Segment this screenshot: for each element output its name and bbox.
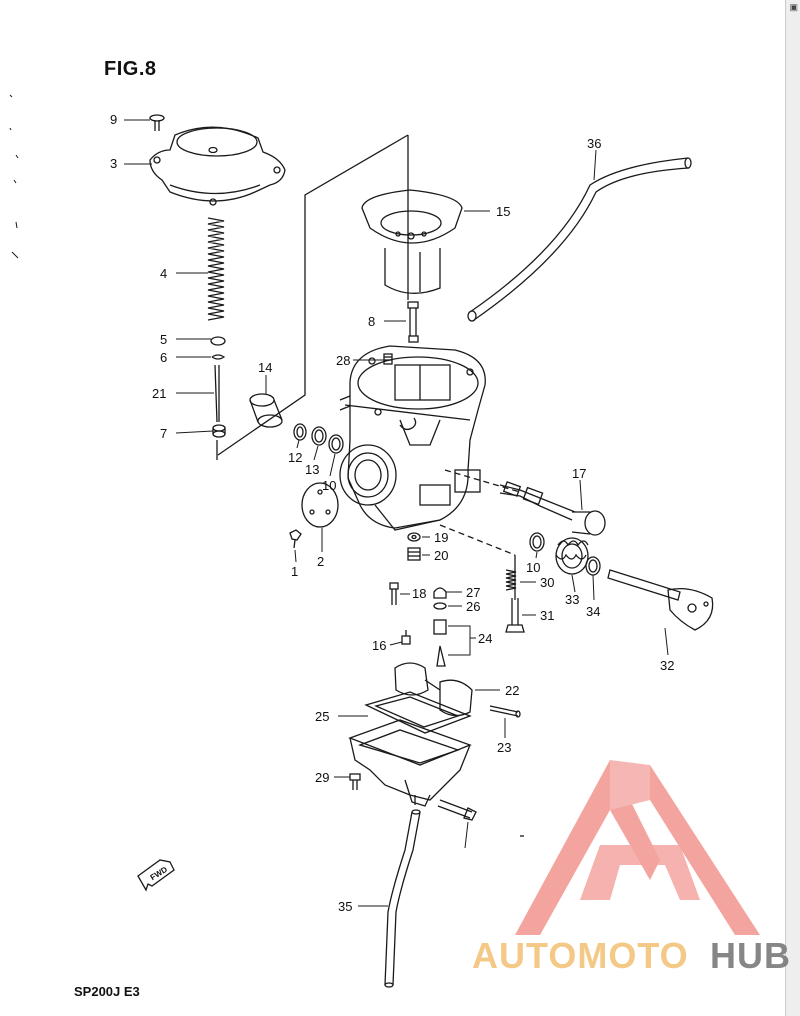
watermark-text-main: AUTOMOTO	[472, 935, 689, 976]
part-6-clip	[211, 354, 226, 360]
label-part-1: 1	[291, 564, 298, 579]
margin-marks	[9, 94, 19, 259]
label-part-23: 24	[478, 631, 492, 646]
label-part-34: 35	[338, 899, 352, 914]
label-part-6: 6	[160, 350, 167, 365]
part-22-pin	[489, 705, 521, 718]
label-part-32: 33	[565, 592, 579, 607]
page-edge: ▣	[785, 0, 800, 1016]
label-part-16: 17	[572, 466, 586, 481]
label-part-33: 34	[586, 604, 600, 619]
part-24-gasket	[364, 691, 472, 734]
label-part-10a: 10	[322, 478, 336, 493]
label-part-3: 3	[110, 156, 117, 171]
part-33-washer	[585, 556, 601, 576]
part-28-screw	[349, 773, 361, 790]
label-part-35: 36	[587, 136, 601, 151]
part-labels: 9 3 4 5 6 21 7 14 12 13 10 15 36 8 28 17…	[110, 112, 674, 914]
part-25-o-ring	[433, 602, 447, 610]
model-code: SP200J E3	[74, 984, 140, 999]
label-part-15: 16	[372, 638, 386, 653]
part-26-plug	[433, 587, 447, 599]
label-part-4: 4	[160, 266, 167, 281]
figure-title: FIG.8	[104, 58, 157, 80]
label-part-18: 19	[434, 530, 448, 545]
part-20-jet-needle	[214, 364, 220, 423]
part-10-ring-b	[529, 532, 545, 552]
label-part-31: 32	[660, 658, 674, 673]
leader-lines	[124, 119, 669, 907]
part-30-screw	[505, 598, 525, 633]
part-34-drain-tube	[384, 809, 421, 988]
part-18-washer	[407, 532, 421, 542]
label-part-2: 2	[317, 554, 324, 569]
edge-glyph: ▣	[789, 2, 798, 12]
label-part-28: 29	[315, 770, 329, 785]
label-part-21: 22	[505, 683, 519, 698]
part-11-ring	[293, 423, 307, 441]
label-part-30: 31	[540, 608, 554, 623]
part-5-washer	[210, 336, 226, 346]
label-part-19: 20	[434, 548, 448, 563]
part-3-top-cover	[149, 126, 286, 206]
part-29-spring	[505, 569, 517, 591]
label-part-22: 23	[497, 740, 511, 755]
label-part-8: 8	[368, 314, 375, 329]
part-27-plug	[383, 353, 393, 365]
label-part-13: 14	[258, 360, 272, 375]
part-2-cover-plate	[301, 482, 339, 528]
label-part-17: 18	[412, 586, 426, 601]
label-part-11: 12	[288, 450, 302, 465]
part-15-screw	[401, 630, 411, 645]
label-part-5: 5	[160, 332, 167, 347]
label-part-27: 28	[336, 353, 350, 368]
label-part-12: 13	[305, 462, 319, 477]
watermark-text-hub: HUB	[710, 935, 791, 976]
label-part-24: 25	[315, 709, 329, 724]
part-7-spacer	[212, 424, 226, 438]
forward-arrow-icon	[137, 859, 175, 892]
part-12-ring	[311, 426, 327, 446]
part-16-starter-plunger	[499, 481, 606, 536]
label-part-29: 30	[540, 575, 554, 590]
label-part-7: 7	[160, 426, 167, 441]
part-19-jet	[407, 547, 421, 561]
label-part-10b: 10	[526, 560, 540, 575]
label-part-9: 9	[110, 112, 117, 127]
part-35-hose	[467, 157, 692, 322]
watermark-logo: AUTOMOTO HUB	[472, 760, 791, 976]
part-23-needle-valve	[433, 619, 447, 667]
part-1-screw	[289, 529, 302, 549]
part-4-spring	[207, 217, 225, 321]
float-bowl	[348, 719, 472, 807]
part-9-screw	[149, 114, 165, 131]
part-8-screw	[407, 301, 419, 343]
part-10-ring-a	[328, 434, 344, 454]
label-part-25: 26	[466, 599, 480, 614]
label-part-14: 15	[496, 204, 510, 219]
carburetor-body	[339, 345, 486, 531]
label-part-26: 27	[466, 585, 480, 600]
part-17-jet	[389, 582, 399, 605]
forward-arrow-label: FWD	[149, 865, 169, 882]
part-21-float	[394, 662, 473, 717]
part-32-spring	[555, 537, 589, 575]
part-13-collar	[249, 393, 283, 428]
part-36-drain-screw	[437, 799, 477, 821]
part-31-throttle-shaft	[607, 569, 714, 631]
part-14-diaphragm-piston	[361, 189, 463, 294]
label-part-20: 21	[152, 386, 166, 401]
